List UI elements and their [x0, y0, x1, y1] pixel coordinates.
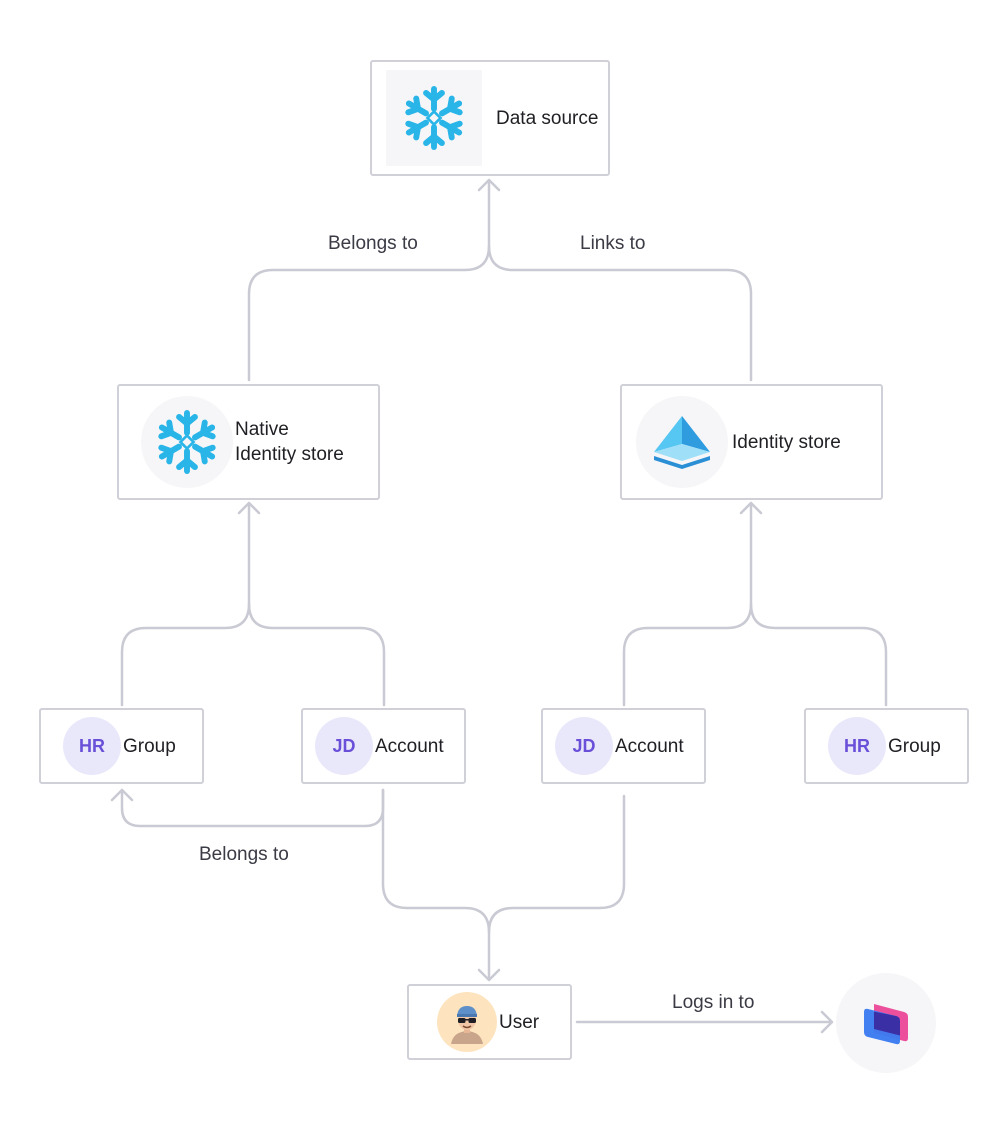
edge-native-account-to-user [381, 788, 491, 980]
edge-label-logs-in-to: Logs in to [672, 992, 755, 1013]
edge-group-to-identity-store [749, 602, 888, 707]
node-native-group-label: Group [123, 735, 176, 757]
node-identity-store[interactable]: Identity store [620, 384, 883, 500]
arrowhead-identity-store [739, 501, 763, 515]
node-data-source[interactable]: Data source [370, 60, 610, 176]
node-idp-account-label: Account [615, 735, 684, 757]
arrowhead-group [110, 788, 134, 802]
node-idp-group[interactable]: HR Group [804, 708, 969, 784]
group-badge: HR [63, 717, 121, 775]
group-badge: HR [828, 717, 886, 775]
edge-account-belongs-to-group [120, 788, 385, 828]
arrowhead-user [477, 968, 501, 982]
azure-pyramid-icon [636, 396, 728, 488]
edge-native-to-datasource [247, 180, 491, 382]
edge-account-to-identity-store [622, 503, 753, 707]
node-idp-group-label: Group [888, 735, 941, 757]
app-logo-icon[interactable] [836, 973, 936, 1073]
snowflake-icon [141, 396, 233, 488]
arrowhead-native-store [237, 501, 261, 515]
user-avatar-icon [437, 992, 497, 1052]
node-native-identity-store[interactable]: Native Identity store [117, 384, 380, 500]
account-badge: JD [555, 717, 613, 775]
arrowhead-datasource [477, 178, 501, 192]
node-native-group[interactable]: HR Group [39, 708, 204, 784]
edge-identity-to-datasource [487, 244, 753, 382]
edge-idp-account-to-user [487, 794, 626, 934]
node-native-account[interactable]: JD Account [301, 708, 466, 784]
snowflake-icon [386, 70, 482, 166]
node-idp-account[interactable]: JD Account [541, 708, 706, 784]
edge-label-belongs-to-bottom: Belongs to [199, 844, 289, 865]
node-native-account-label: Account [375, 735, 444, 757]
node-native-identity-store-label: Native Identity store [235, 419, 344, 465]
arrowhead-app [820, 1010, 834, 1034]
node-identity-store-label: Identity store [732, 431, 841, 453]
edge-account-to-native-store [247, 602, 386, 707]
node-data-source-label: Data source [496, 107, 599, 129]
node-user[interactable]: User [407, 984, 572, 1060]
edge-label-links-to: Links to [580, 233, 646, 254]
edge-group-to-native-store [120, 503, 251, 707]
account-badge: JD [315, 717, 373, 775]
edge-label-belongs-to-top: Belongs to [328, 233, 418, 254]
node-user-label: User [499, 1011, 540, 1033]
